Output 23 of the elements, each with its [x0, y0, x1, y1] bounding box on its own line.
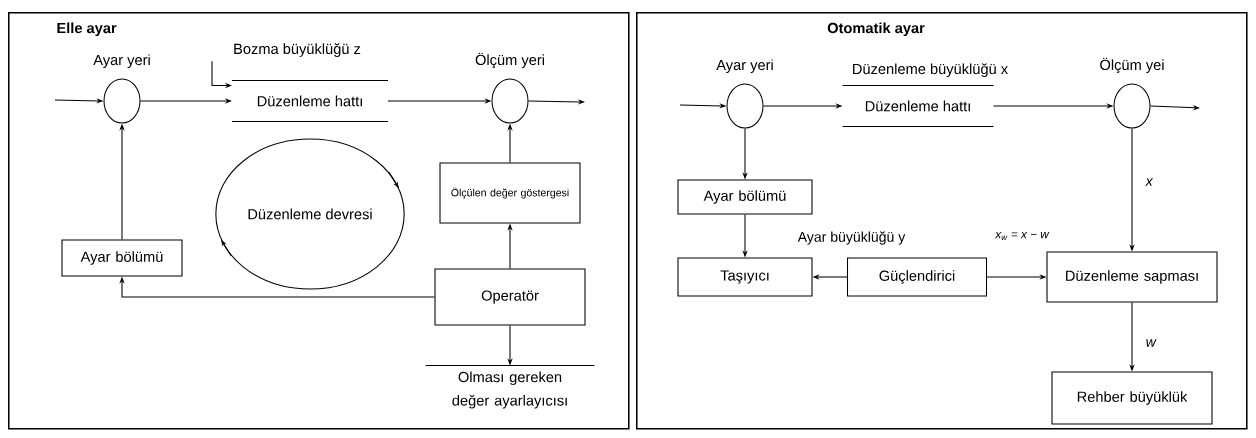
- point-label: Ölçüm yeri: [475, 52, 544, 69]
- formula-note: x$_{w}$ = x − w: [994, 232, 1050, 240]
- process-box: Ölçülen değer göstergesi: [439, 162, 581, 224]
- line-block: Düzenleme hattı: [841, 84, 995, 128]
- line-label: Düzenleme büyüklüğü x: [853, 63, 1008, 78]
- panel-title: Elle ayar: [57, 22, 117, 37]
- point-label: Ölçüm yei: [1100, 57, 1164, 74]
- process-box: Ayar bölümü: [61, 239, 183, 277]
- edge-label: x: [1144, 177, 1154, 187]
- process-box: Güçlendirici: [846, 257, 988, 297]
- edge-label: w: [1144, 338, 1158, 348]
- process-box: Ayar bölümü: [677, 179, 813, 215]
- edge-label: Ayar büyüklüğü y: [796, 230, 907, 246]
- line-block: Olması gereken değer ayarlayıcısı: [425, 364, 595, 409]
- line-block: Düzenleme hattı: [231, 79, 389, 123]
- process-box: Rehber büyüklük: [1051, 371, 1213, 425]
- process-box: Düzenleme sapması: [1046, 251, 1218, 303]
- point-label: Ayar yeri: [93, 54, 150, 69]
- signal-label: Bozma büyüklüğü z: [234, 43, 361, 57]
- process-box: Taşıyıcı: [677, 257, 813, 297]
- process-box: Operatör: [434, 268, 586, 326]
- point-label: Ayar yeri: [716, 59, 773, 74]
- panel-title: Otomatik ayar: [827, 22, 925, 37]
